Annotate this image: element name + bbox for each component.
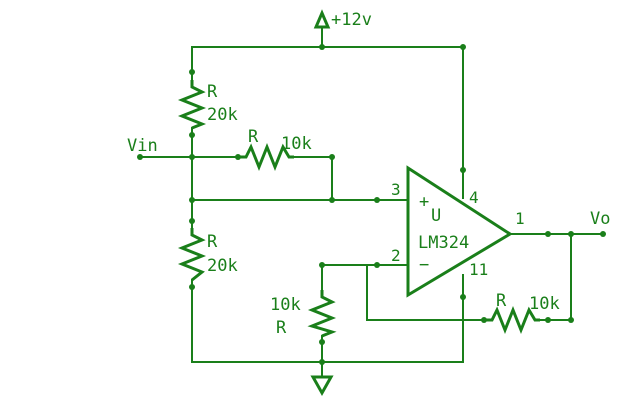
pin-3-label: 3 [391, 180, 401, 199]
opamp-minus-sign: − [419, 255, 429, 275]
resistor-bottom-ref: R [207, 232, 218, 252]
power-label: +12v [331, 10, 372, 30]
resistor-input-value: 10k [281, 134, 312, 154]
pin-11-label: 11 [469, 260, 488, 279]
opamp-plus-sign: + [419, 192, 429, 212]
resistor-r-input-10k [238, 142, 294, 172]
junction-dots [137, 44, 606, 365]
power-arrow-icon [313, 9, 331, 29]
opamp-designator: U [431, 206, 441, 226]
resistor-top-value: 20k [207, 105, 238, 125]
resistor-ground-ref: R [276, 318, 287, 338]
pin-4-label: 4 [469, 188, 479, 207]
resistor-feedback-value: 10k [529, 294, 560, 314]
resistor-top-ref: R [207, 82, 218, 102]
resistor-r-bottom-20k [177, 228, 207, 282]
ground-icon [310, 375, 334, 397]
wires [139, 26, 604, 376]
resistor-feedback-ref: R [496, 291, 507, 311]
opamp-part-number: LM324 [418, 233, 469, 253]
resistor-r-feedback-10k [484, 305, 540, 335]
resistor-ground-value: 10k [270, 295, 301, 315]
resistor-r-top-20k [177, 80, 207, 130]
resistor-bottom-value: 20k [207, 256, 238, 276]
resistor-r-ground-10k [307, 290, 337, 338]
pin-1-label: 1 [515, 209, 525, 228]
input-label-vin: Vin [127, 136, 158, 156]
output-label-vo: Vo [590, 209, 610, 229]
resistor-input-ref: R [248, 127, 259, 147]
opamp-triangle [406, 165, 513, 298]
pin-2-label: 2 [391, 246, 401, 265]
